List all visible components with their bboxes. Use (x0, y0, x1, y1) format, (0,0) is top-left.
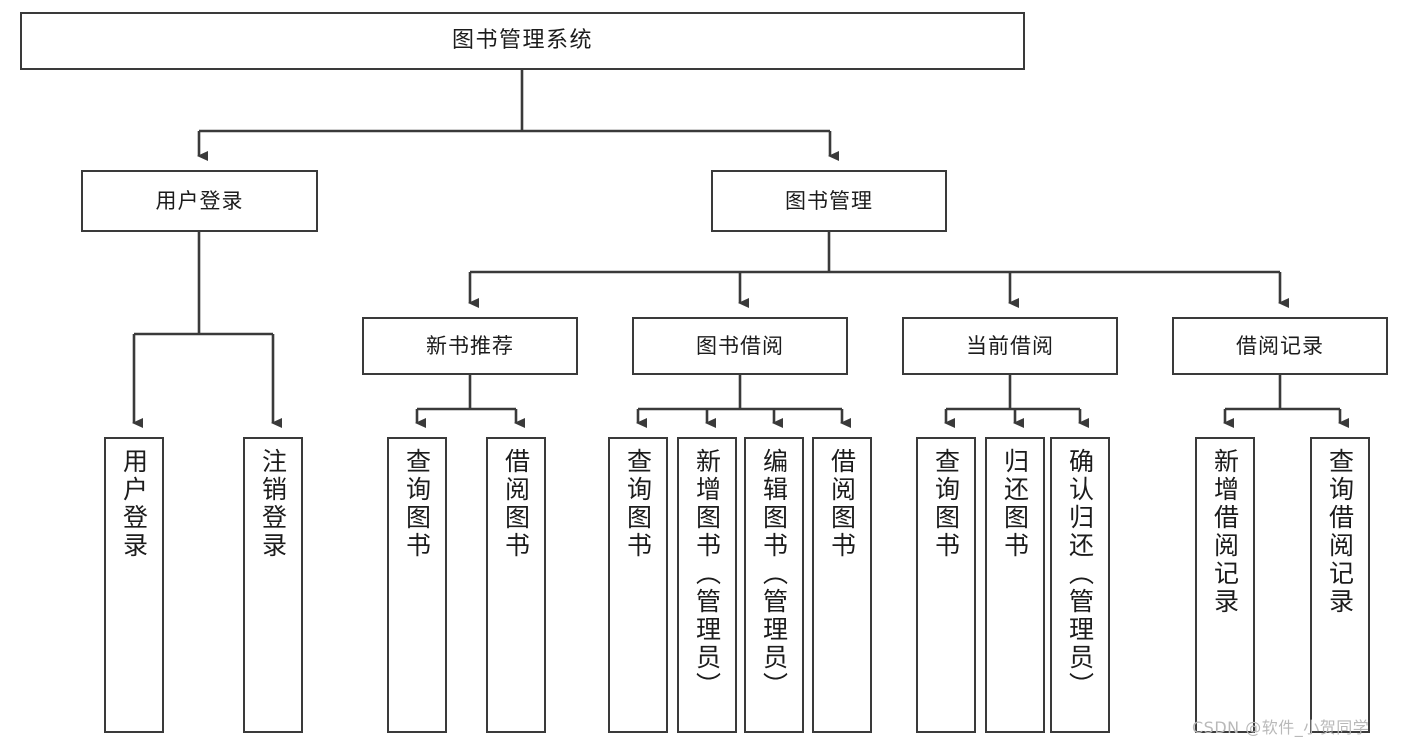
leaf-query-book-3[interactable]: 查询图书 (916, 437, 976, 733)
node-label: 图书管理系统 (451, 28, 593, 54)
node-label: 归还图书 (1000, 448, 1030, 560)
node-label: 查询图书 (931, 448, 961, 560)
node-label: 图书管理 (785, 188, 873, 213)
node-label: 编辑图书（管理员） (759, 448, 789, 700)
node-label: 确认归还（管理员） (1065, 448, 1095, 700)
node-book-borrow[interactable]: 图书借阅 (632, 317, 848, 375)
node-new-book-rec[interactable]: 新书推荐 (362, 317, 578, 375)
node-label: 注销登录 (258, 448, 288, 560)
node-label: 用户登录 (119, 448, 149, 560)
leaf-confirm-return[interactable]: 确认归还（管理员） (1050, 437, 1110, 733)
node-label: 借阅图书 (827, 448, 857, 560)
node-book-manage[interactable]: 图书管理 (711, 170, 947, 232)
node-current-borrow[interactable]: 当前借阅 (902, 317, 1118, 375)
node-label: 借阅图书 (501, 448, 531, 560)
leaf-borrow-book-2[interactable]: 借阅图书 (812, 437, 872, 733)
node-borrow-record[interactable]: 借阅记录 (1172, 317, 1388, 375)
leaf-user-logout[interactable]: 注销登录 (243, 437, 303, 733)
node-label: 查询图书 (402, 448, 432, 560)
leaf-query-record[interactable]: 查询借阅记录 (1310, 437, 1370, 733)
leaf-edit-book[interactable]: 编辑图书（管理员） (744, 437, 804, 733)
node-root-system[interactable]: 图书管理系统 (20, 12, 1025, 70)
node-label: 新书推荐 (426, 333, 514, 358)
leaf-borrow-book-1[interactable]: 借阅图书 (486, 437, 546, 733)
node-label: 当前借阅 (966, 333, 1054, 358)
leaf-query-book-1[interactable]: 查询图书 (387, 437, 447, 733)
node-user-login[interactable]: 用户登录 (81, 170, 318, 232)
node-label: 图书借阅 (696, 333, 784, 358)
node-label: 查询借阅记录 (1325, 448, 1355, 616)
leaf-add-book[interactable]: 新增图书（管理员） (677, 437, 737, 733)
leaf-query-book-2[interactable]: 查询图书 (608, 437, 668, 733)
node-label: 新增图书（管理员） (692, 448, 722, 700)
leaf-add-record[interactable]: 新增借阅记录 (1195, 437, 1255, 733)
node-label: 用户登录 (155, 188, 244, 213)
node-label: 查询图书 (623, 448, 653, 560)
leaf-return-book[interactable]: 归还图书 (985, 437, 1045, 733)
node-label: 借阅记录 (1236, 333, 1324, 358)
node-label: 新增借阅记录 (1210, 448, 1240, 616)
csdn-watermark: CSDN @软件_小贺同学 (1192, 718, 1370, 737)
leaf-user-login[interactable]: 用户登录 (104, 437, 164, 733)
